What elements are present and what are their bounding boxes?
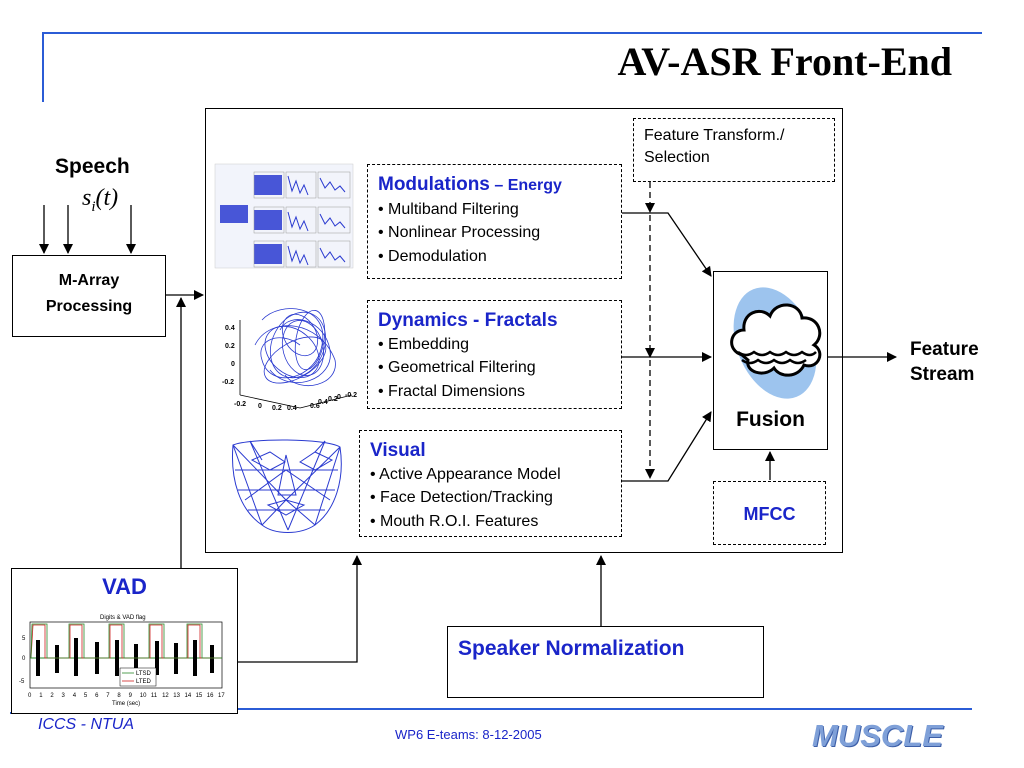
vad-x-tick: 7 xyxy=(106,693,110,699)
vad-x-tick: 8 xyxy=(117,693,121,699)
vad-x-tick: 13 xyxy=(173,693,180,699)
mfcc-box: MFCC xyxy=(713,481,826,545)
fractal-y-tick: 0 xyxy=(231,361,235,368)
vad-x-tick: 10 xyxy=(140,693,147,699)
vad-to-visual-arrow xyxy=(238,555,362,663)
modulations-title: Modulations xyxy=(378,174,490,195)
m-array-label-line1: M-Array xyxy=(58,272,120,289)
feature-stream-line1: Feature xyxy=(910,339,979,360)
features-to-fusion-arrows xyxy=(622,212,897,482)
m-array-processing-box: M-Array Processing xyxy=(12,255,166,337)
list-item: Geometrical Filtering xyxy=(378,356,611,380)
feature-stream-label: Feature Stream xyxy=(910,337,979,387)
speech-formula: si(t) xyxy=(82,185,119,215)
feature-transform-line1: Feature Transform./ xyxy=(644,127,785,144)
speech-label: Speech xyxy=(55,155,130,178)
fusion-cloud-icon xyxy=(730,287,822,399)
vad-x-tick: 11 xyxy=(151,693,158,699)
vad-x-tick: 16 xyxy=(207,693,214,699)
fractal-x-tick: -0.2 xyxy=(234,401,246,408)
list-item: Embedding xyxy=(378,333,611,357)
vad-x-tick: 5 xyxy=(84,693,88,699)
speech-input-arrows xyxy=(39,205,136,254)
fractal-attractor-thumbnail: 0.4 0.2 0 -0.2 -0.2 0 0.2 0.4 0.6 0.4 0.… xyxy=(222,308,357,412)
fractal-x-tick: 0 xyxy=(258,403,262,410)
visual-box: Visual Active Appearance Model Face Dete… xyxy=(359,430,622,537)
vad-y-tick: -5 xyxy=(19,679,25,685)
fractal-y-tick: 0.2 xyxy=(225,343,235,350)
vad-x-tick: 14 xyxy=(185,693,192,699)
dynamics-title: Dynamics - Fractals xyxy=(378,310,558,331)
fractal-x-tick: 0.2 xyxy=(272,405,282,412)
fractal-x-tick: 0.4 xyxy=(318,399,328,406)
speaker-normalization-box: Speaker Normalization xyxy=(447,626,764,698)
fractal-y-tick: -0.2 xyxy=(222,379,234,386)
footer-organization: ICCS - NTUA xyxy=(38,716,134,733)
vad-x-tick: 17 xyxy=(218,693,225,699)
fusion-label: Fusion xyxy=(736,408,805,431)
vad-x-tick: 6 xyxy=(95,693,99,699)
feature-stream-line2: Stream xyxy=(910,364,975,385)
vad-label: VAD xyxy=(102,574,147,599)
vad-legend-ltsd: LTSD xyxy=(136,671,152,677)
fractal-x-tick: 0.2 xyxy=(328,396,338,403)
modulation-plots-thumbnail xyxy=(214,163,354,269)
feature-transform-line2: Selection xyxy=(644,149,710,166)
fractal-y-tick: 0.4 xyxy=(225,325,235,332)
list-item: Nonlinear Processing xyxy=(378,221,611,245)
vad-legend-lted: LTED xyxy=(136,679,152,685)
vad-x-tick: 4 xyxy=(73,693,77,699)
vad-x-label: Time (sec) xyxy=(112,701,140,707)
mfcc-label: MFCC xyxy=(743,504,796,524)
modulations-box: Modulations – Energy Multiband Filtering… xyxy=(367,164,622,279)
list-item: Multiband Filtering xyxy=(378,198,611,222)
vad-x-tick: 0 xyxy=(28,693,32,699)
vad-y-tick: 5 xyxy=(22,636,26,642)
vad-x-tick: 1 xyxy=(39,693,43,699)
speaker-normalization-label: Speaker Normalization xyxy=(458,637,685,660)
modulations-subtitle: – Energy xyxy=(494,177,562,194)
dynamics-box: Dynamics - Fractals Embedding Geometrica… xyxy=(367,300,622,409)
vad-x-tick: 2 xyxy=(50,693,54,699)
vad-x-tick: 3 xyxy=(62,693,66,699)
fractal-x-tick: 0.6 xyxy=(310,403,320,410)
fractal-x-tick: -0.2 xyxy=(345,392,357,399)
slide-title: AV-ASR Front-End xyxy=(617,39,952,84)
list-item: Demodulation xyxy=(378,245,611,269)
m-array-label-line2: Processing xyxy=(45,298,133,315)
frame-bottom-line xyxy=(238,708,972,710)
fractal-x-tick: 0.4 xyxy=(287,405,297,412)
vad-x-tick: 9 xyxy=(129,693,133,699)
vad-y-tick: 0 xyxy=(22,656,26,662)
visual-title: Visual xyxy=(370,440,426,461)
frame-left-line xyxy=(42,32,44,102)
feature-transform-box: Feature Transform./ Selection xyxy=(633,118,835,182)
list-item: Fractal Dimensions xyxy=(378,380,611,404)
list-item: Mouth R.O.I. Features xyxy=(370,510,611,534)
frame-top-line xyxy=(42,32,982,34)
footer-logo-text: MUSCLE xyxy=(812,718,943,753)
vad-x-tick: 12 xyxy=(162,693,169,699)
vad-x-tick: 15 xyxy=(196,693,203,699)
face-mesh-thumbnail xyxy=(231,439,342,533)
vad-plot-title: Digits & VAD flag xyxy=(100,615,146,621)
list-item: Active Appearance Model xyxy=(370,463,611,487)
fractal-x-tick: 0 xyxy=(337,394,341,401)
list-item: Face Detection/Tracking xyxy=(370,486,611,510)
footer-date: WP6 E-teams: 8-12-2005 xyxy=(395,727,542,742)
vad-plot: Digits & VAD flag LTSD LTED 5 0 xyxy=(19,615,225,707)
